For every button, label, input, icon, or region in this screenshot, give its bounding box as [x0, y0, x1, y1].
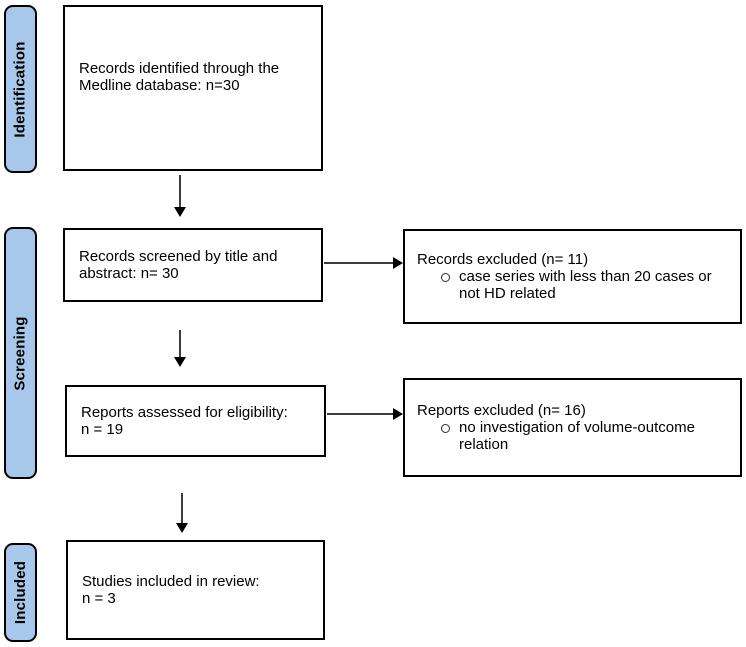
arrow-right-icon: [324, 257, 403, 269]
box-records-excluded: Records excluded (n= 11) case series wit…: [403, 229, 742, 324]
box-reports-excluded-title: Reports excluded (n= 16): [417, 402, 586, 419]
box-reports-assessed-text: Reports assessed for eligibility: n = 19: [81, 404, 288, 438]
reports-excluded-bullet-item: no investigation of volume-outcome relat…: [405, 419, 740, 453]
stage-screening-label: Screening: [12, 315, 30, 391]
circle-bullet-icon: [441, 273, 450, 282]
stage-included-label: Included: [12, 560, 29, 625]
records-excluded-bullet-item: case series with less than 20 cases or n…: [405, 268, 740, 302]
box-records-screened: Records screened by title and abstract: …: [63, 228, 323, 302]
records-excluded-bullet-text: case series with less than 20 cases or n…: [459, 268, 712, 302]
arrow-down-icon: [176, 493, 188, 533]
arrow-down-icon: [174, 175, 186, 217]
box-records-excluded-title: Records excluded (n= 11): [417, 251, 589, 268]
stage-included: Included: [4, 543, 37, 642]
arrow-down-icon: [174, 330, 186, 367]
box-records-identified-text: Records identified through the Medline d…: [79, 60, 280, 94]
arrow-right-icon: [327, 408, 403, 420]
circle-bullet-icon: [441, 424, 450, 433]
stage-identification-label: Identification: [12, 40, 30, 138]
box-records-screened-text: Records screened by title and abstract: …: [79, 248, 278, 282]
box-reports-excluded: Reports excluded (n= 16) no investigatio…: [403, 378, 742, 477]
box-reports-assessed: Reports assessed for eligibility: n = 19: [65, 385, 326, 457]
box-studies-included-text: Studies included in review: n = 3: [82, 573, 260, 607]
stage-screening: Screening: [4, 227, 37, 479]
reports-excluded-bullet-text: no investigation of volume-outcome relat…: [459, 419, 695, 453]
box-studies-included: Studies included in review: n = 3: [66, 540, 325, 640]
stage-identification: Identification: [4, 5, 37, 173]
box-records-identified: Records identified through the Medline d…: [63, 5, 323, 171]
